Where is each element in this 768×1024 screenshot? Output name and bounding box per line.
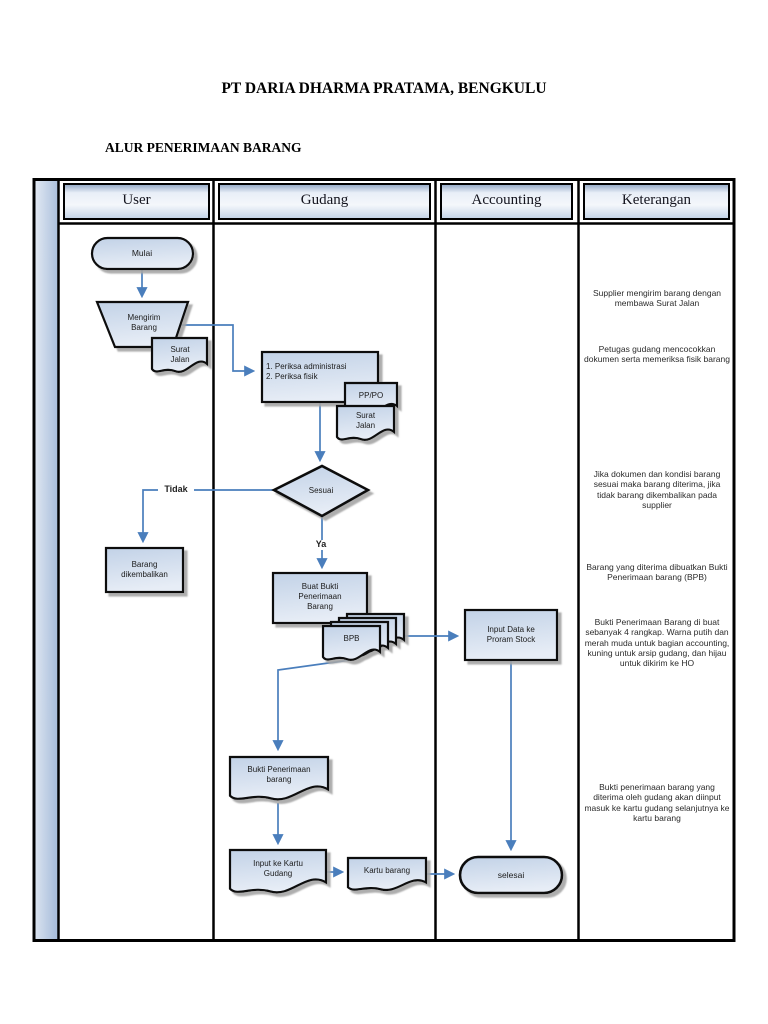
periksa-label: 1. Periksa administrasi 2. Periksa fisik xyxy=(266,362,347,381)
surat-jalan-2-document-shape xyxy=(335,404,396,441)
selesai-terminator-shape xyxy=(458,855,564,895)
lane-header-gudang: Gudang xyxy=(300,192,349,208)
bpb-document-shape xyxy=(321,624,382,661)
barang-dikembalikan-label: Barang dikembalikan xyxy=(121,560,168,579)
mulai-terminator-shape xyxy=(90,236,195,271)
header-cell-user xyxy=(63,183,210,220)
bukti-penerimaan-label: Bukti Penerimaan barang xyxy=(247,765,311,784)
note-bpb: Barang yang diterima dibuatkan Bukti Pen… xyxy=(586,562,728,583)
sesuai-label: Sesuai xyxy=(308,486,334,495)
lane-header-user: User xyxy=(122,192,151,208)
arrow-mengirim-periksa xyxy=(180,324,256,377)
buat-bukti-label: Buat Bukti Penerimaan Barang xyxy=(298,582,342,611)
bpb-label: BPB xyxy=(343,634,360,643)
barang-dikembalikan-process-shape xyxy=(104,546,185,594)
input-data-stock-process-shape xyxy=(463,608,559,662)
page-subtitle: ALUR PENERIMAAN BARANG xyxy=(105,140,302,155)
ya-edge-label: Ya xyxy=(308,539,334,550)
header-cell-accounting xyxy=(440,183,573,220)
input-kartu-gudang-label: Input ke Kartu Gudang xyxy=(253,859,303,878)
lane-header-keterangan: Keterangan xyxy=(621,192,692,208)
note-kartu: Bukti penerimaan barang yang diterima ol… xyxy=(584,782,730,824)
kartu-barang-label: Kartu barang xyxy=(363,866,411,875)
surat-jalan-document-shape xyxy=(150,336,209,373)
surat-jalan-2-label: Surat Jalan xyxy=(355,411,376,430)
input-data-stock-label: Input Data ke Proram Stock xyxy=(486,625,536,644)
mulai-label: Mulai xyxy=(131,248,153,258)
mengirim-barang-label: Mengirim Barang xyxy=(127,313,161,332)
table-outer-border xyxy=(32,178,736,942)
note-supplier: Supplier mengirim barang dengan membawa … xyxy=(592,288,722,309)
note-sesuai: Jika dokumen dan kondisi barang sesuai m… xyxy=(593,469,721,511)
sesuai-decision-shape xyxy=(271,464,371,518)
input-kartu-gudang-document-shape xyxy=(228,848,328,894)
kartu-barang-document-shape xyxy=(346,856,428,892)
bukti-penerimaan-document-shape xyxy=(228,755,330,801)
flow-connectors xyxy=(136,270,517,880)
lane-header-accounting: Accounting xyxy=(471,192,542,208)
tidak-edge-label: Tidak xyxy=(158,484,194,495)
header-cell-keterangan xyxy=(583,183,730,220)
note-petugas-gudang: Petugas gudang mencocokkan dokumen serta… xyxy=(584,344,730,365)
surat-jalan-label: Surat Jalan xyxy=(170,345,190,364)
arrow-tidak xyxy=(137,489,274,544)
pp-po-label: PP/PO xyxy=(358,391,384,400)
selesai-label: selesai xyxy=(497,870,525,880)
note-rangkap: Bukti Penerimaan Barang di buat sebanyak… xyxy=(584,617,730,669)
page-title: PT DARIA DHARMA PRATAMA, BENGKULU xyxy=(221,80,547,97)
left-margin-strip xyxy=(35,180,58,940)
header-cell-gudang xyxy=(218,183,431,220)
arrow-bpb-bukti xyxy=(272,659,351,752)
